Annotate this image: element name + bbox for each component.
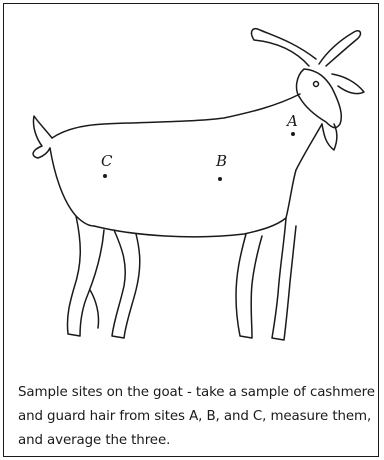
goat-illustration (4, 4, 380, 354)
site-label-c: C (101, 152, 112, 170)
site-marker-c (103, 174, 107, 178)
site-label-b: B (216, 152, 227, 170)
figure-frame: A B C Sample sites on the goat - take a … (3, 3, 379, 457)
site-marker-b (218, 177, 222, 181)
site-marker-a (291, 132, 295, 136)
site-label-a: A (287, 112, 298, 130)
figure-caption: Sample sites on the goat - take a sample… (18, 381, 378, 453)
